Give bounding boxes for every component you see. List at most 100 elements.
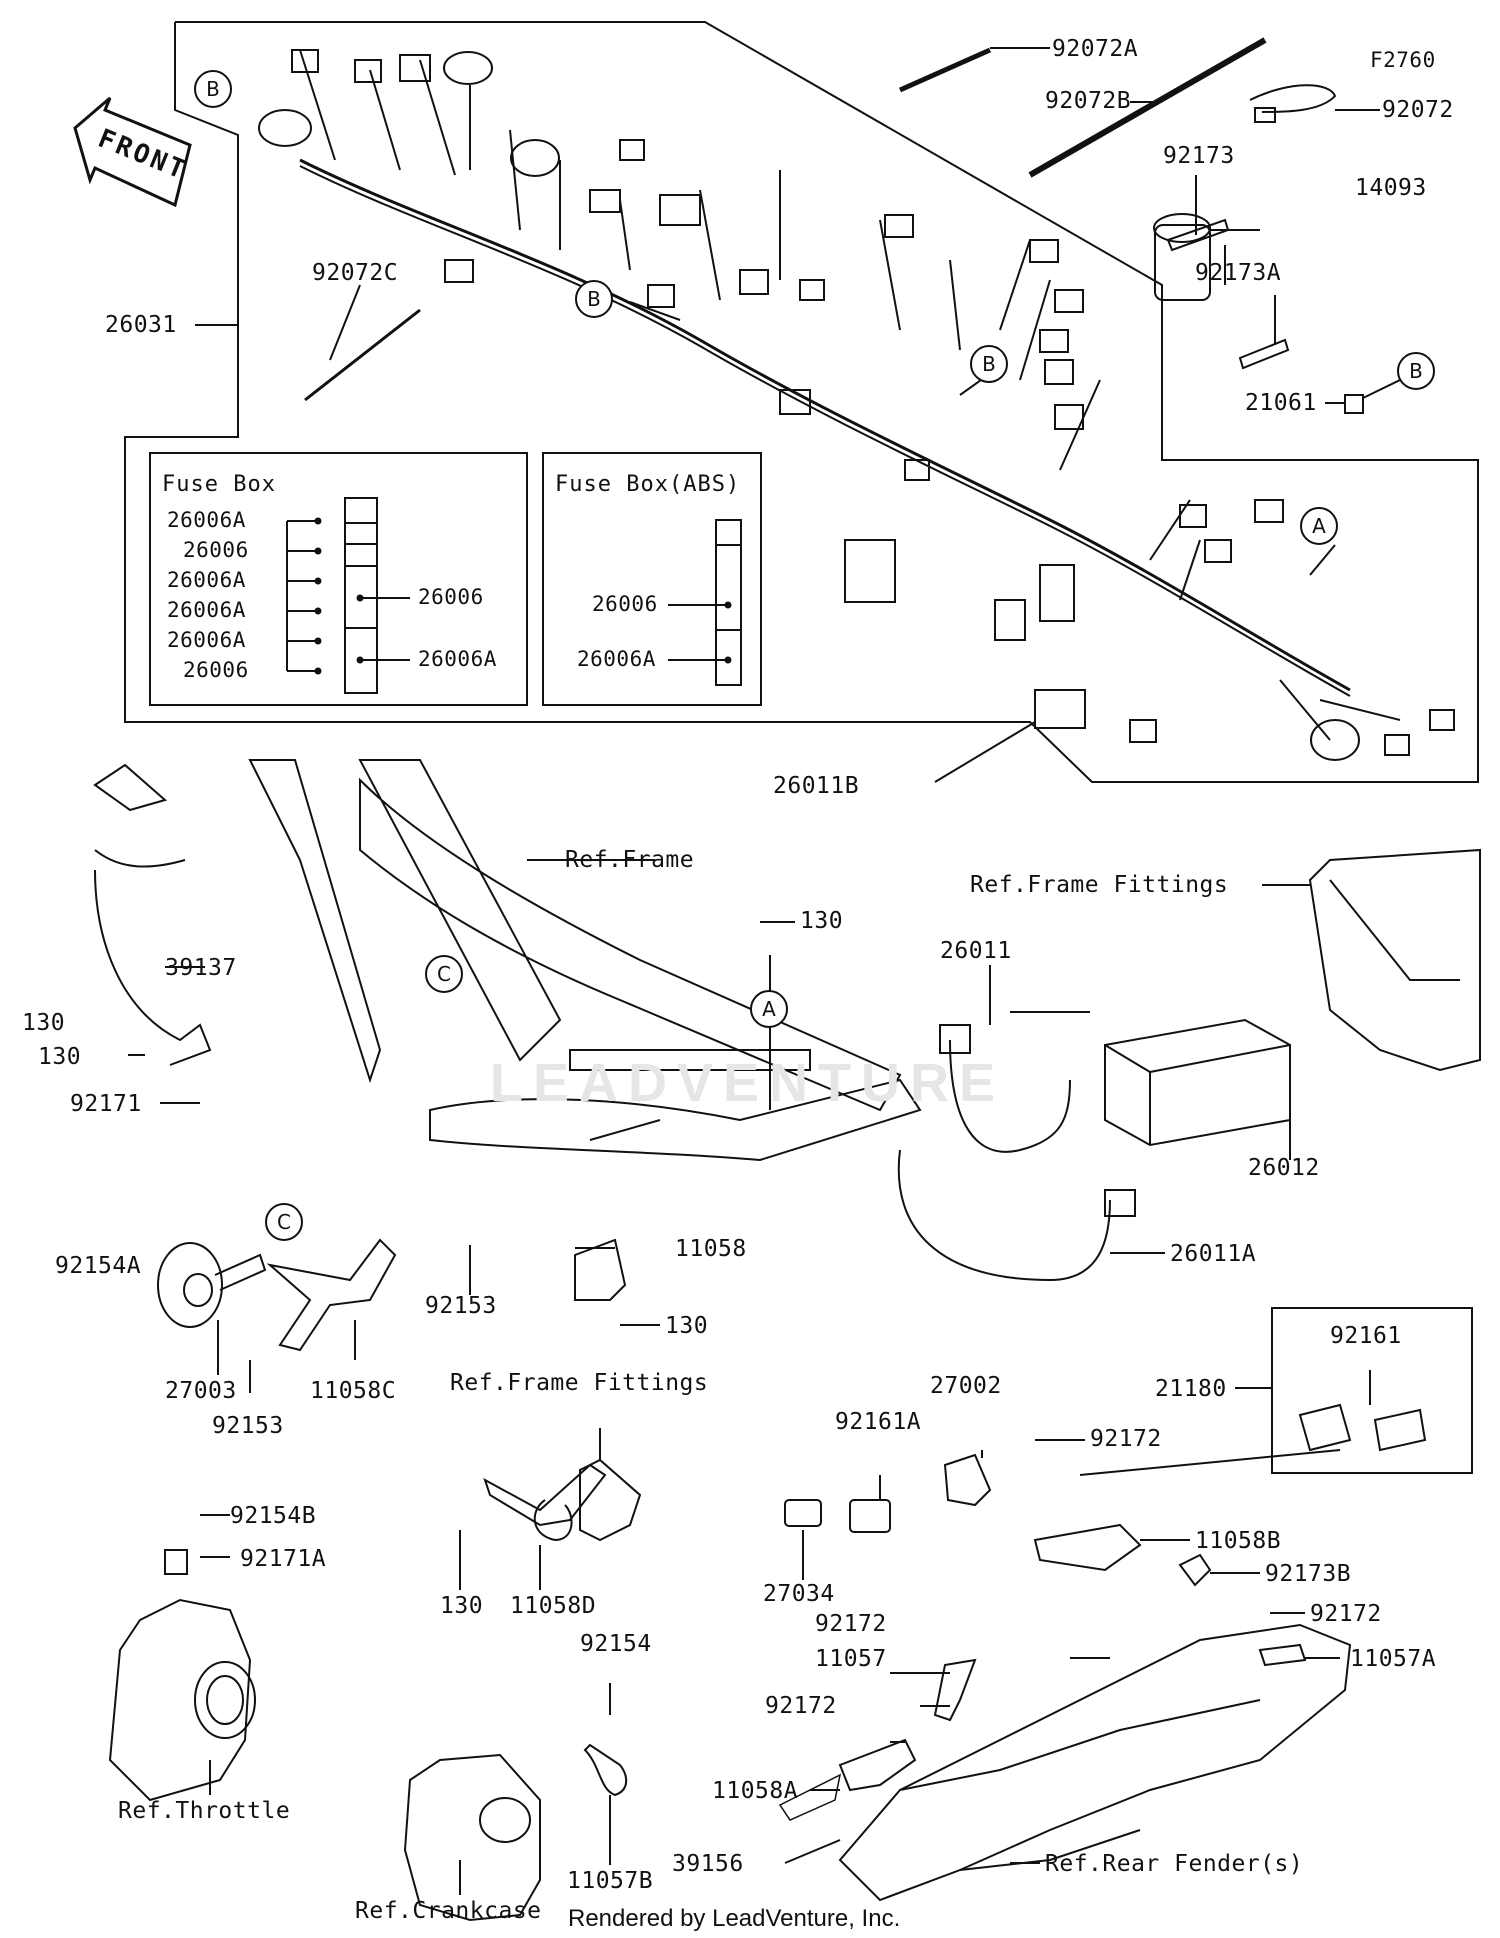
ref-circle-b: B [575,280,613,318]
part-label-11058: 11058 [675,1236,747,1262]
fuse-box-abs-title: Fuse Box(ABS) [555,472,741,497]
part-label-92154b: 92154B [230,1503,317,1529]
grommet-92173b [1178,1553,1212,1587]
bracket-11057 [933,1658,977,1722]
part-label-11058c: 11058C [310,1378,397,1404]
boot [443,51,493,85]
part-label-92072: 92072 [1382,97,1454,123]
part-label-92171: 92171 [70,1091,142,1117]
part-label-130: 130 [22,1010,66,1036]
fuse-block [344,497,378,694]
connector-92161a [849,1499,891,1533]
fuse-92161 [1298,1403,1352,1452]
fuse-abs-label: 26006 [592,592,658,616]
fuse-label: 26006A [167,568,246,592]
part-label-39137: 39137 [165,955,237,981]
ref-frame-fittings-label: Ref.Frame Fittings [450,1370,709,1396]
part-label-27034: 27034 [763,1581,835,1607]
part-label-92072a: 92072A [1052,36,1139,62]
throttle-body [108,1598,252,1802]
part-label-27003: 27003 [165,1378,237,1404]
connector [799,279,825,301]
ref-circle-c: C [425,955,463,993]
terminal-boot [939,1024,971,1054]
ref-circle-b: B [1397,352,1435,390]
battery-cable-26011 [949,1039,1071,1153]
cover-14093 [1154,224,1211,301]
connector [884,214,914,238]
harness-frame-outline [124,21,1479,783]
ref-circle-b: B [194,70,232,108]
crankcase [403,1753,541,1922]
fuse-box-title: Fuse Box [162,472,276,497]
tie-92072a [898,47,992,93]
ref-circle-b: B [970,345,1008,383]
connector [589,189,621,213]
part-label-92173: 92173 [1163,143,1235,169]
part-label-92172: 92172 [765,1693,837,1719]
connector [619,139,645,161]
connector-27034 [784,1499,822,1527]
boot [510,139,560,177]
tie-92072c [304,308,421,402]
bracket-11058a [838,1738,917,1792]
part-label-21061: 21061 [1245,390,1317,416]
part-label-11058b: 11058B [1195,1528,1282,1554]
fuse-label: 26006 [183,538,249,562]
ref-circle-a: A [750,990,788,1028]
horn-27003 [157,1242,223,1328]
part-label-14093: 14093 [1355,175,1427,201]
part-label-26011b: 26011B [773,773,860,799]
connector [739,269,769,295]
part-label-130: 130 [440,1593,484,1619]
ref-frame-label: Ref.Frame [565,847,695,873]
clamp-92072 [1249,84,1337,113]
cap-21061 [1344,394,1364,414]
fuse-label: 26006A [418,647,497,671]
fuse-label: 26006 [418,585,484,609]
ref-circle-c: C [265,1203,303,1241]
guard-39137 [93,763,212,1066]
part-label-92161a: 92161A [835,1409,922,1435]
part-label-130: 130 [800,908,844,934]
cap-27002 [943,1453,992,1507]
ref-rear-fender-label: Ref.Rear Fender(s) [1045,1851,1304,1877]
connector [1054,404,1084,430]
connector [1054,289,1084,313]
part-label-11058d: 11058D [510,1593,597,1619]
part-label-11057b: 11057B [567,1868,654,1894]
fuse-label: 26006A [167,628,246,652]
connector [291,49,319,73]
fuse-label: 26006 [183,658,249,682]
fuse-abs-label: 26006A [577,647,656,671]
battery-cable-26011a [897,1149,1111,1282]
part-label-21180: 21180 [1155,1376,1227,1402]
part-label-92154: 92154 [580,1631,652,1657]
part-label-92154a: 92154A [55,1253,142,1279]
ref-throttle-label: Ref.Throttle [118,1798,291,1824]
part-label-92161: 92161 [1330,1323,1402,1349]
main-harness [299,158,1351,692]
part-label-26031: 26031 [105,312,177,338]
boot [1310,719,1360,761]
ref-crankcase-label: Ref.Crankcase [355,1898,542,1924]
front-arrow [73,96,192,208]
connector [1044,359,1074,385]
ref-circle-a: A [1300,507,1338,545]
connector [647,284,675,308]
battery-26012 [1104,1018,1291,1147]
part-label-92173a: 92173A [1195,260,1282,286]
part-label-92172: 92172 [1090,1426,1162,1452]
part-label-26011: 26011 [940,938,1012,964]
connector [1039,329,1069,353]
part-label-92153: 92153 [425,1293,497,1319]
connector [1204,539,1232,563]
part-label-26011a: 26011A [1170,1241,1257,1267]
fuse-label: 26006A [167,508,246,532]
fuse-label: 26006A [167,598,246,622]
part-label-26012: 26012 [1248,1155,1320,1181]
part-label-11057a: 11057A [1350,1646,1437,1672]
connector [399,54,431,82]
part-label-92072b: 92072B [1045,88,1132,114]
part-label-92173b: 92173B [1265,1561,1352,1587]
